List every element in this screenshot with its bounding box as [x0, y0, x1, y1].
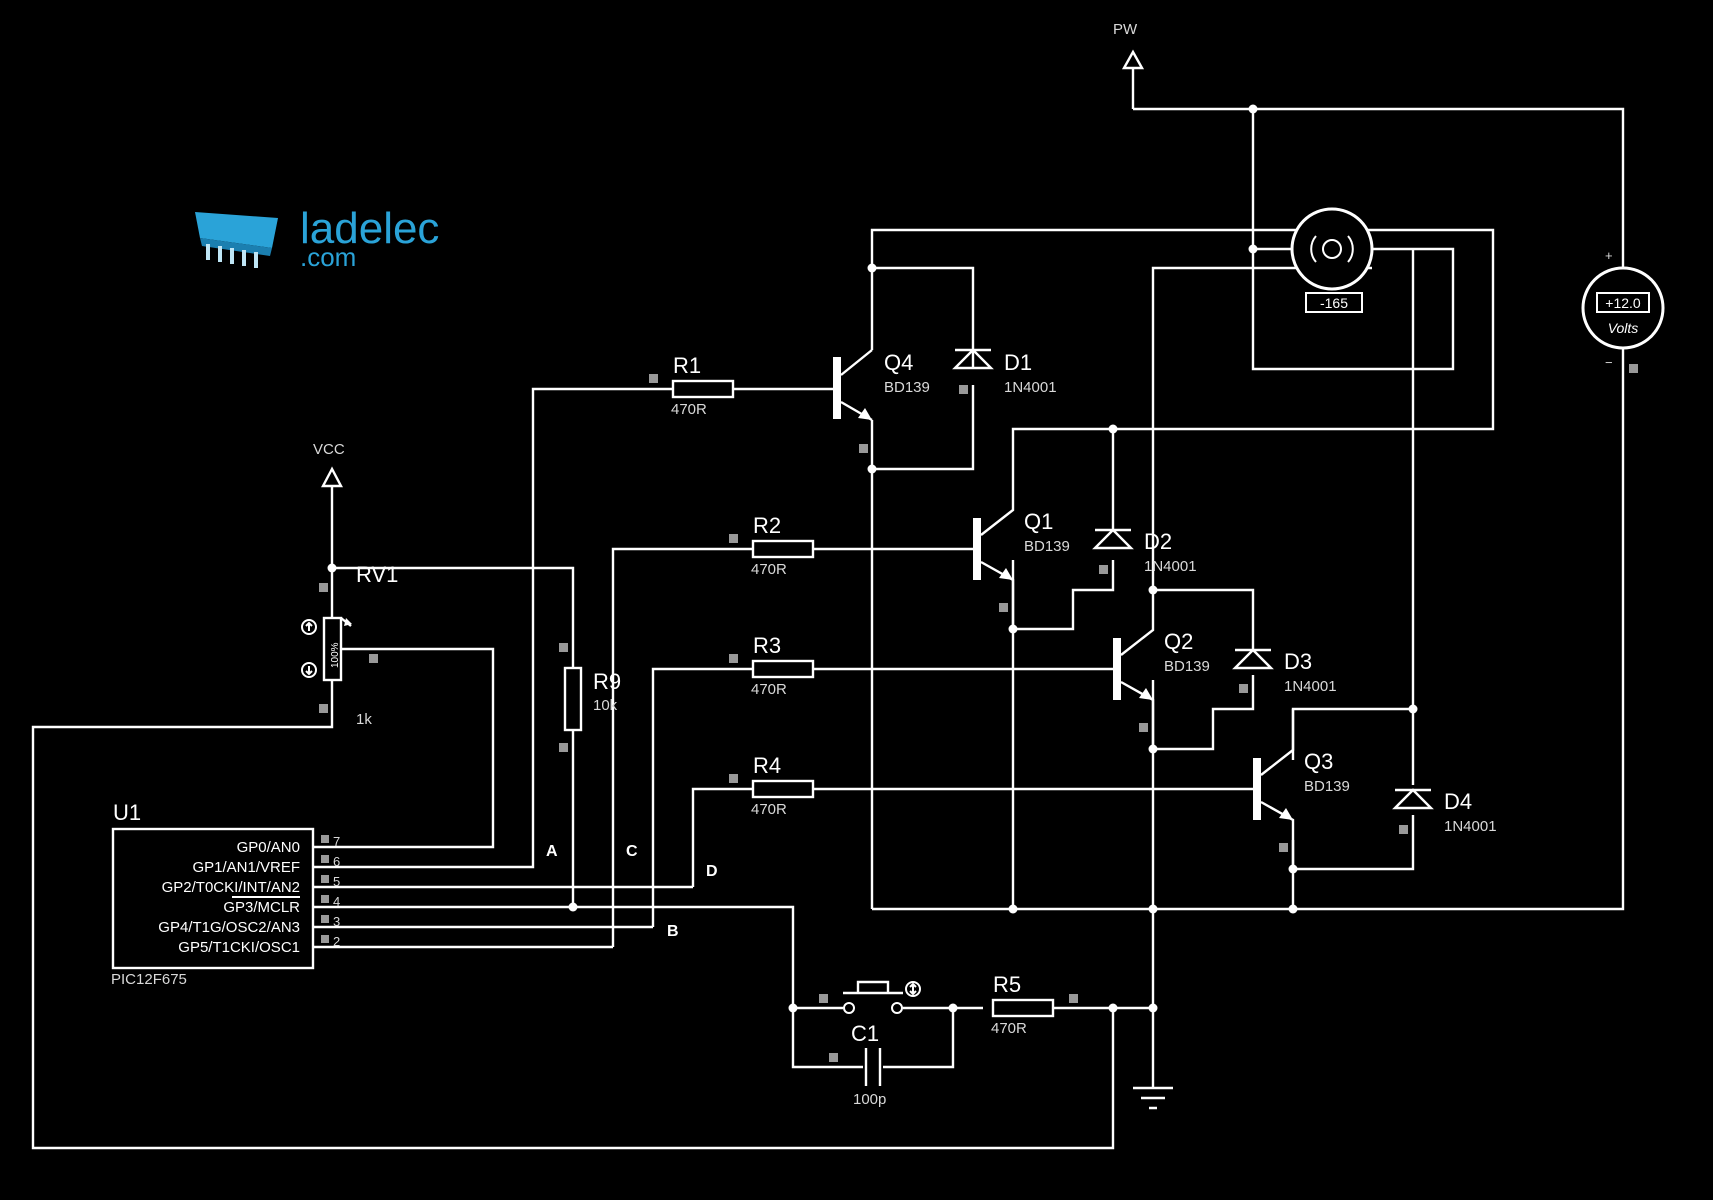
r5-ref: R5	[993, 972, 1021, 997]
pin-markers	[319, 364, 1638, 1062]
d2-value: 1N4001	[1144, 558, 1197, 575]
motor-rotor-icon	[1310, 235, 1354, 263]
u1-pin-num-0: 7	[333, 834, 340, 849]
rv1-decrease-icon[interactable]	[301, 662, 317, 678]
q1-ref: Q1	[1024, 509, 1053, 534]
u1-value: PIC12F675	[111, 971, 187, 988]
r3-resistor[interactable]: R3 470R	[751, 633, 815, 698]
q4-transistor[interactable]: Q4 BD139	[833, 349, 930, 422]
q4-ref: Q4	[884, 350, 913, 375]
q2-value: BD139	[1164, 658, 1210, 675]
q3-transistor[interactable]: Q3 BD139	[1253, 709, 1350, 869]
push-button[interactable]	[843, 980, 921, 1014]
rv1-potentiometer[interactable]: 100% RV1 1k	[301, 562, 398, 728]
d1-value: 1N4001	[1004, 379, 1057, 396]
ladelec-logo: ladelec .com	[195, 204, 439, 272]
d3-diode[interactable]: D3 1N4001	[1232, 640, 1337, 695]
d3-value: 1N4001	[1284, 678, 1337, 695]
vcc-label: VCC	[313, 441, 345, 458]
q3-value: BD139	[1304, 778, 1350, 795]
ground-symbol	[1133, 1086, 1173, 1110]
d1-ref: D1	[1004, 350, 1032, 375]
u1-pin-num-4: 3	[333, 914, 340, 929]
c1-ref: C1	[851, 1021, 879, 1046]
logo-suffix: .com	[300, 242, 356, 272]
voltmeter-plus: +	[1605, 248, 1613, 263]
wires	[31, 107, 1625, 1150]
d2-diode[interactable]: D2 1N4001	[1092, 520, 1197, 575]
motor-readout: -165	[1320, 295, 1348, 311]
q2-transistor[interactable]: Q2 BD139	[1113, 590, 1210, 749]
u1-pin-name-4: GP4/T1G/OSC2/AN3	[158, 919, 300, 936]
r3-value: 470R	[751, 681, 787, 698]
rv1-increase-icon[interactable]	[301, 619, 317, 635]
r2-ref: R2	[753, 513, 781, 538]
d4-ref: D4	[1444, 789, 1472, 814]
c1-capacitor[interactable]: C1 100p	[851, 1021, 886, 1108]
q3-ref: Q3	[1304, 749, 1333, 774]
stepper-motor[interactable]: -165	[1290, 207, 1374, 313]
r1-ref: R1	[673, 353, 701, 378]
d4-value: 1N4001	[1444, 818, 1497, 835]
u1-pin-num-1: 6	[333, 854, 340, 869]
q4-value: BD139	[884, 379, 930, 396]
dc-voltmeter[interactable]: +12.0 Volts + −	[1581, 248, 1665, 370]
r4-ref: R4	[753, 753, 781, 778]
r2-value: 470R	[751, 561, 787, 578]
u1-pin-num-3: 4	[333, 894, 340, 909]
net-label-c: C	[626, 843, 638, 860]
chip-logo-icon	[195, 212, 278, 268]
r4-resistor[interactable]: R4 470R	[751, 753, 815, 818]
u1-ref: U1	[113, 800, 141, 825]
vcc-terminal: VCC	[313, 441, 345, 568]
u1-pin-name-5: GP5/T1CKI/OSC1	[178, 939, 300, 956]
d3-ref: D3	[1284, 649, 1312, 674]
r5-resistor[interactable]: R5 470R	[991, 972, 1055, 1037]
voltmeter-reading: +12.0	[1605, 295, 1641, 311]
d4-diode[interactable]: D4 1N4001	[1392, 788, 1497, 835]
u1-pin-name-1: GP1/AN1/VREF	[192, 859, 300, 876]
c1-value: 100p	[853, 1091, 886, 1108]
rv1-ref: RV1	[356, 562, 398, 587]
q1-value: BD139	[1024, 538, 1070, 555]
d1-diode[interactable]: D1 1N4001	[952, 348, 1057, 396]
u1-pin-name-2: GP2/T0CKI/INT/AN2	[162, 879, 300, 896]
r4-value: 470R	[751, 801, 787, 818]
q1-transistor[interactable]: Q1 BD139	[973, 475, 1070, 629]
u1-pin-num-2: 5	[333, 874, 340, 889]
r9-ref: R9	[593, 669, 621, 694]
net-label-a: A	[546, 843, 558, 860]
u1-pin-num-5: 2	[333, 934, 340, 949]
pw-label: PW	[1113, 21, 1138, 38]
voltmeter-unit: Volts	[1608, 320, 1639, 336]
r1-value: 470R	[671, 401, 707, 418]
r3-ref: R3	[753, 633, 781, 658]
net-label-b: B	[667, 923, 679, 940]
r5-value: 470R	[991, 1020, 1027, 1037]
d2-ref: D2	[1144, 529, 1172, 554]
u1-pin-name-3: GP3/MCLR	[223, 899, 300, 916]
q2-ref: Q2	[1164, 629, 1193, 654]
rv1-wiper-value: 100%	[330, 642, 341, 668]
r2-resistor[interactable]: R2 470R	[751, 513, 815, 578]
logo-name: ladelec	[300, 204, 439, 253]
r1-resistor[interactable]: R1 470R	[671, 353, 735, 418]
r9-value: 10k	[593, 697, 618, 714]
net-label-d: D	[706, 863, 718, 880]
voltmeter-minus: −	[1605, 355, 1613, 370]
button-toggle-icon[interactable]	[905, 981, 921, 997]
u1-microcontroller[interactable]: U1 PIC12F675 GP0/AN0 GP1/AN1/VREF GP2/T0…	[111, 800, 340, 988]
pw-terminal: PW	[1113, 21, 1145, 109]
u1-pin-name-0: GP0/AN0	[237, 839, 300, 856]
rv1-value: 1k	[356, 711, 372, 728]
r9-resistor[interactable]: R9 10k	[563, 666, 621, 732]
